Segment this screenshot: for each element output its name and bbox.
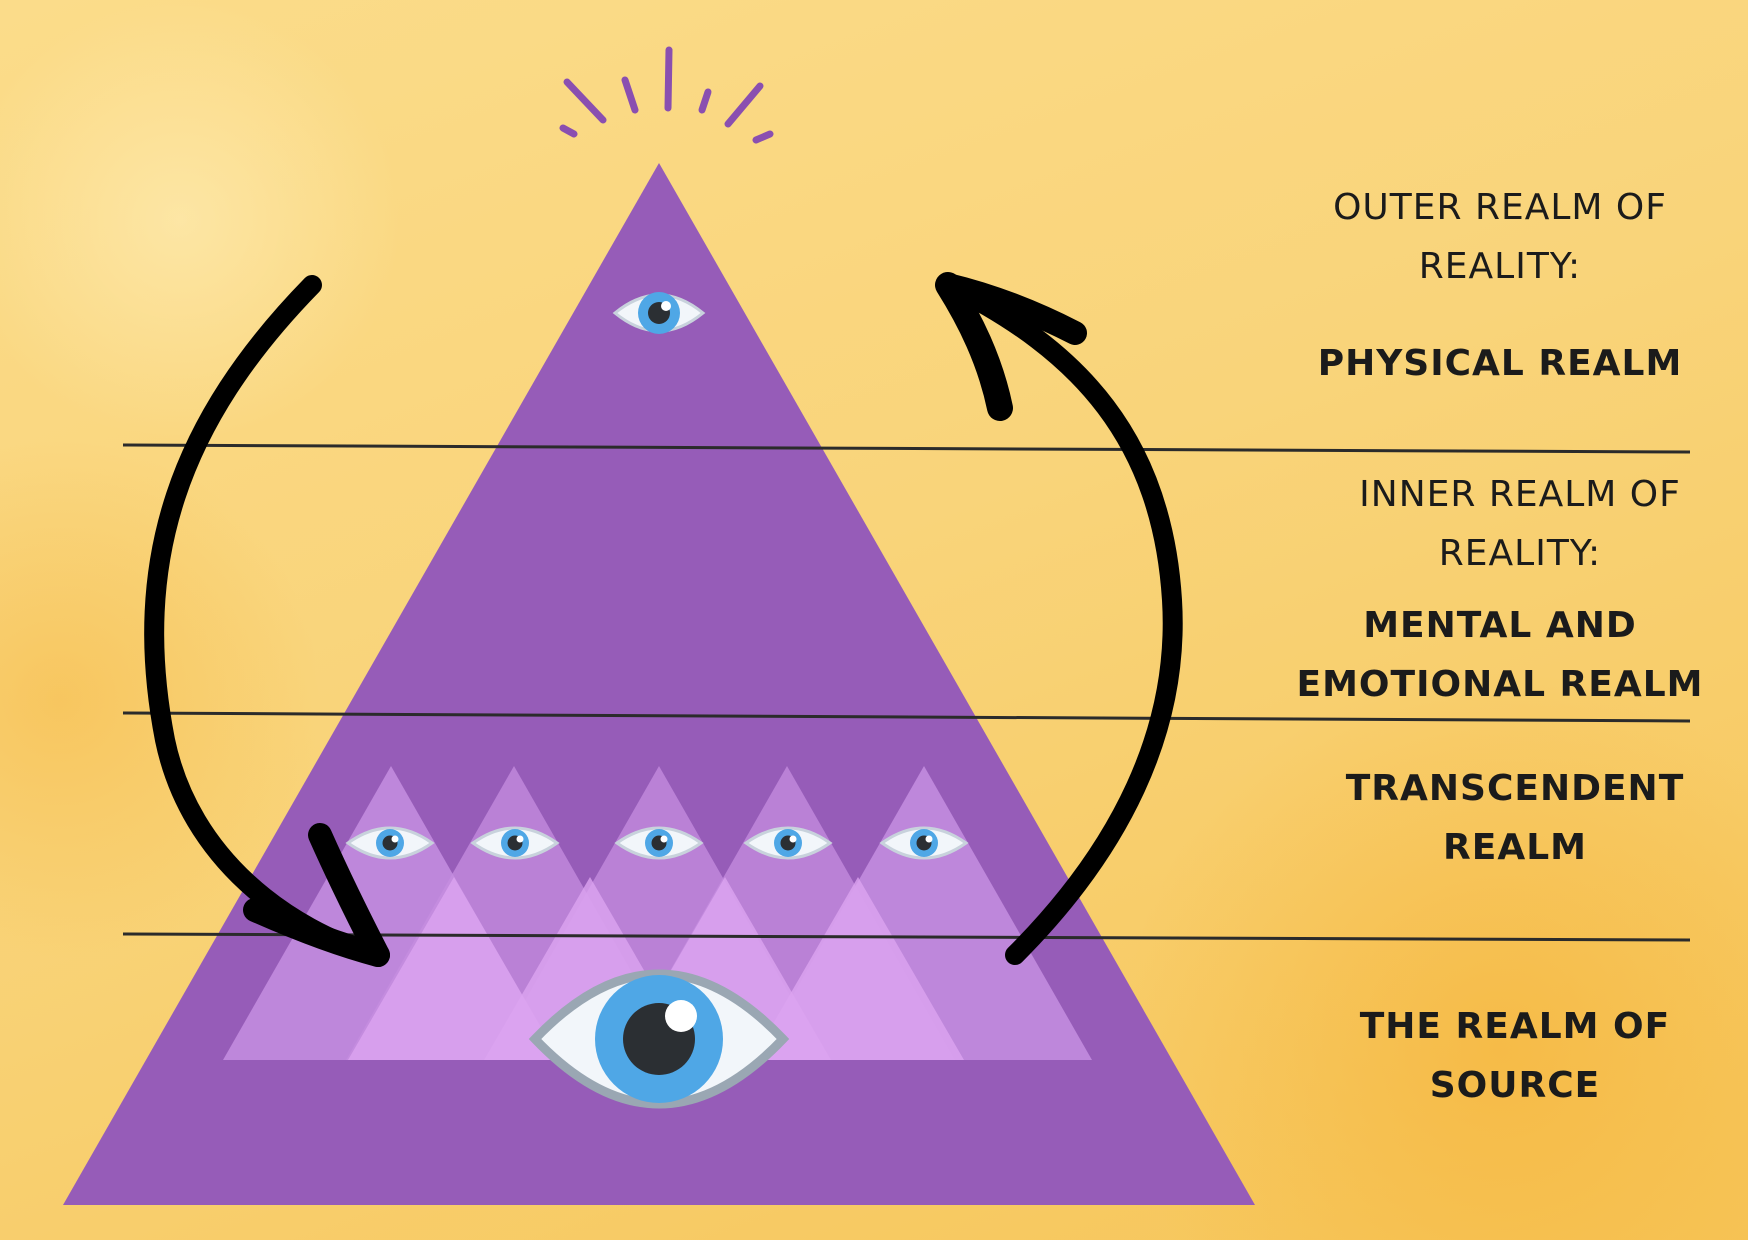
all-seeing-eye-icon <box>528 969 790 1109</box>
inner-realm-heading: INNER REALM OF REALITY: <box>1359 474 1681 574</box>
transcendent-realm-label: TRANSCENDENT REALM <box>1345 768 1685 868</box>
physical-realm-label: PHYSICAL REALM <box>1317 343 1683 384</box>
outer-realm-heading: OUTER REALM OF REALITY: <box>1333 187 1667 287</box>
realm-dividers <box>122 443 1691 942</box>
top-eye-icon <box>612 292 706 334</box>
curved-arrow-icon <box>935 272 1183 965</box>
curved-arrow-icon <box>144 275 390 967</box>
sparkle-rays-icon <box>559 46 774 144</box>
mental-emotional-realm-label: MENTAL AND EMOTIONAL REALM <box>1296 605 1704 705</box>
source-realm-label: THE REALM OF SOURCE <box>1359 1006 1671 1106</box>
